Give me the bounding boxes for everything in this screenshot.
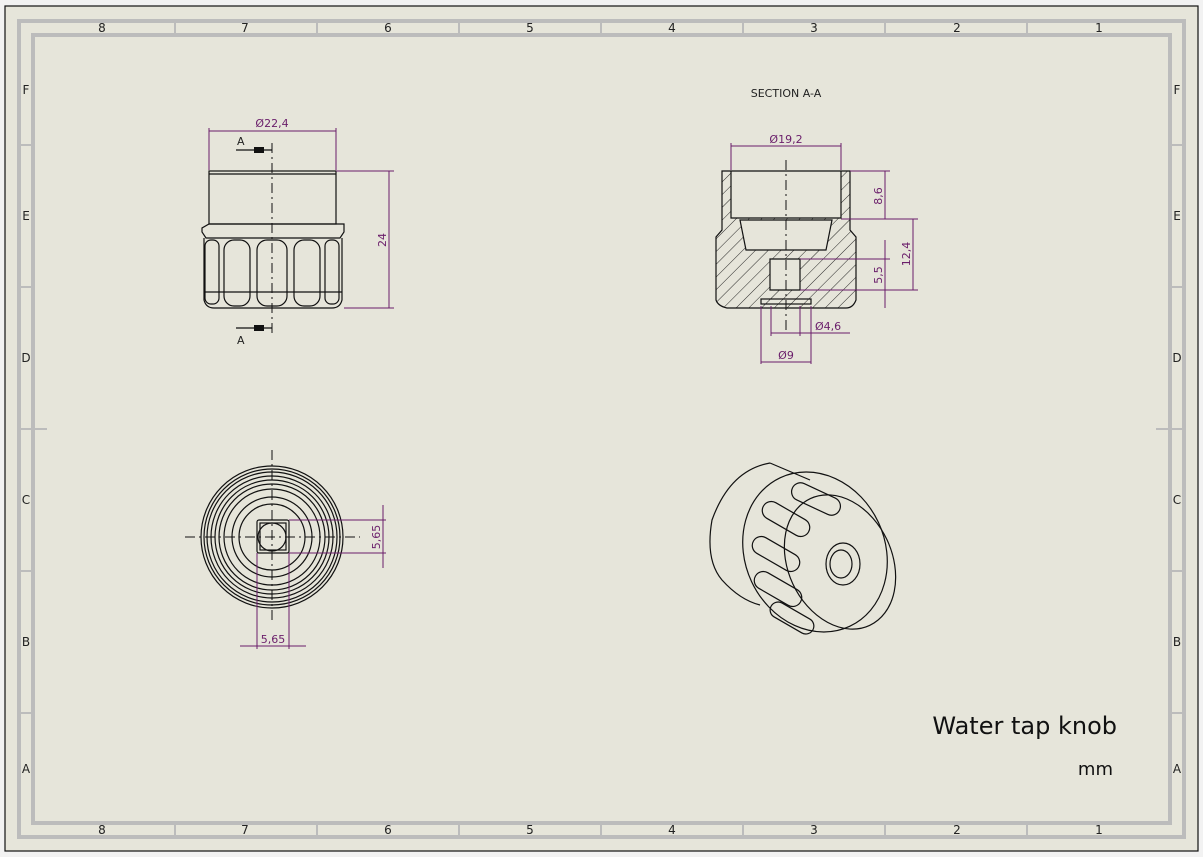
zone-col-label: 8 — [98, 823, 106, 837]
zone-col-label: 6 — [384, 823, 392, 837]
zone-col-label: 4 — [668, 21, 676, 35]
sheet-border — [4, 5, 1199, 852]
zone-col-label: 2 — [953, 21, 961, 35]
zone-col-label: 4 — [668, 823, 676, 837]
zone-col-label: 7 — [241, 823, 249, 837]
zone-col-label: 5 — [526, 21, 534, 35]
zone-row-label: C — [1173, 493, 1181, 507]
section-marker-bottom: A — [237, 334, 245, 347]
zone-col-label: 3 — [810, 823, 818, 837]
front-view[interactable]: A A Ø22,4 24 — [201, 117, 394, 347]
zone-row-label: B — [22, 635, 30, 649]
top-view[interactable]: 5,65 5,65 — [185, 450, 386, 649]
zone-col-label: 1 — [1095, 823, 1103, 837]
zone-col-label: 1 — [1095, 21, 1103, 35]
units-label: mm — [1078, 759, 1113, 780]
zone-row-label: F — [1174, 83, 1181, 97]
zone-row-label: C — [22, 493, 30, 507]
zone-col-label: 2 — [953, 823, 961, 837]
zone-row-label: A — [1173, 762, 1182, 776]
dim-depth-5-5[interactable]: 5,5 — [872, 266, 885, 284]
zone-row-label: D — [1172, 351, 1181, 365]
zone-row-label: E — [1173, 209, 1181, 223]
section-title: SECTION A-A — [751, 87, 822, 100]
isometric-view[interactable] — [709, 448, 917, 656]
zone-col-label: 7 — [241, 21, 249, 35]
zone-dividers — [19, 21, 1184, 837]
dim-boss-diameter[interactable]: Ø9 — [778, 349, 794, 362]
drawing-title: Water tap knob — [932, 712, 1117, 740]
dim-bore-diameter[interactable]: Ø19,2 — [769, 133, 802, 146]
section-view[interactable]: SECTION A-A Ø19,2 8,6 12,4 5,5 Ø4,6 Ø9 — [715, 87, 918, 364]
section-marker-top: A — [237, 135, 245, 148]
zone-row-label: E — [22, 209, 30, 223]
dim-outer-diameter[interactable]: Ø22,4 — [255, 117, 288, 130]
zone-row-label: B — [1173, 635, 1181, 649]
zone-row-label: F — [23, 83, 30, 97]
zone-col-label: 5 — [526, 823, 534, 837]
dim-square-horizontal[interactable]: 5,65 — [261, 633, 286, 646]
dim-depth-8-6[interactable]: 8,6 — [872, 187, 885, 205]
dim-hole-diameter[interactable]: Ø4,6 — [815, 320, 841, 333]
zone-row-label: A — [22, 762, 31, 776]
zone-col-label: 8 — [98, 21, 106, 35]
dim-height[interactable]: 24 — [376, 233, 389, 247]
zone-col-label: 6 — [384, 21, 392, 35]
zone-row-label: D — [21, 351, 30, 365]
dim-depth-12-4[interactable]: 12,4 — [900, 242, 913, 267]
dim-square-vertical[interactable]: 5,65 — [370, 525, 383, 550]
zone-col-label: 3 — [810, 21, 818, 35]
